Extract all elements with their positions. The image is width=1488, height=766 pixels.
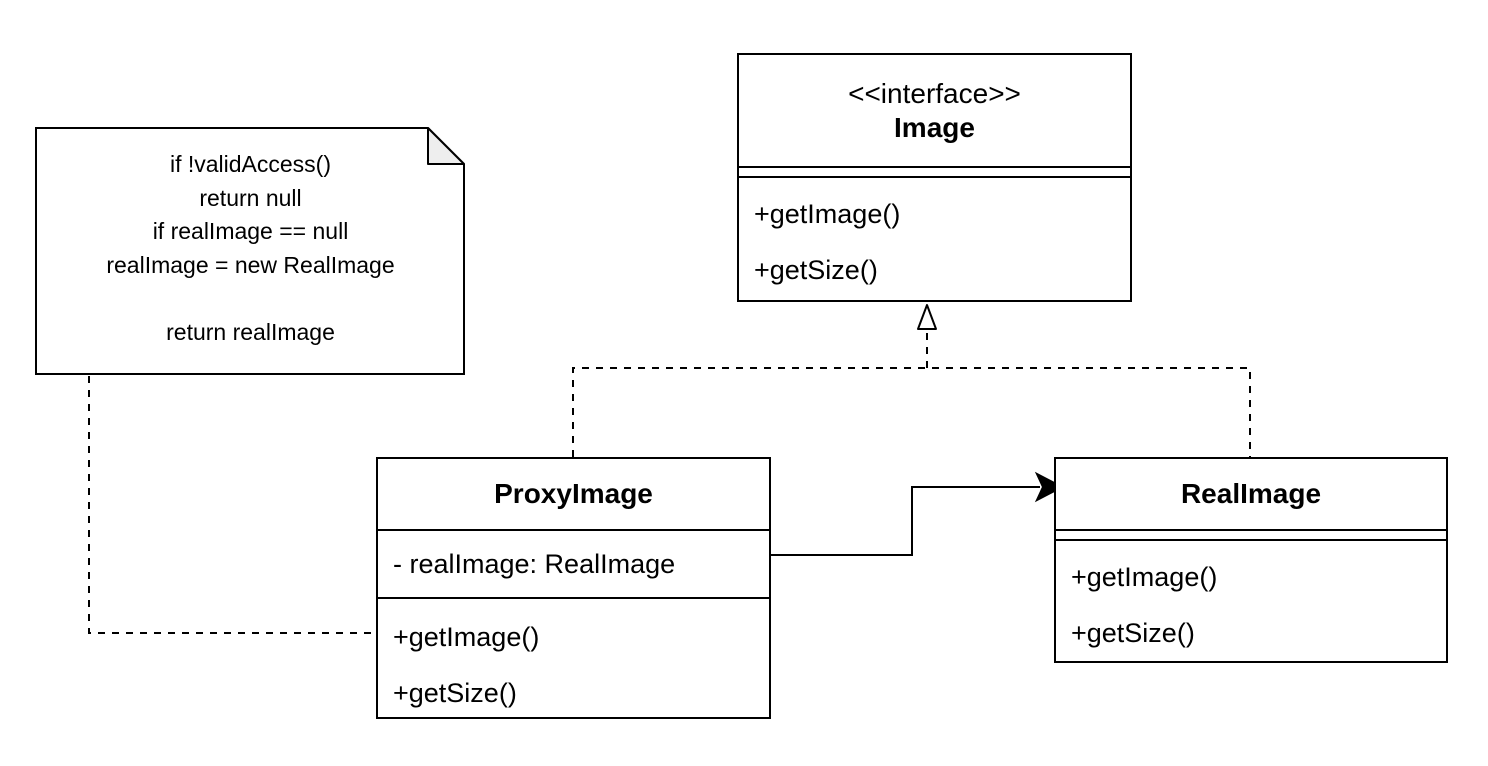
note-text: if !validAccess() return null if realImage… bbox=[35, 148, 466, 349]
method: +getSize() bbox=[1071, 618, 1195, 648]
real-image-class[interactable]: RealImage +getImage() +getSize() bbox=[1054, 457, 1448, 663]
note-line: return realImage bbox=[166, 318, 335, 345]
attribute: - realImage: RealImage bbox=[393, 549, 676, 579]
note-line: if realImage == null bbox=[152, 218, 349, 244]
methods-compartment: +getImage() +getSize() bbox=[378, 599, 769, 721]
note-line: if !validAccess() bbox=[169, 151, 332, 177]
divider bbox=[739, 166, 1130, 168]
class-name: ProxyImage bbox=[494, 478, 653, 509]
methods-compartment: +getImage() +getSize() bbox=[739, 178, 1130, 298]
method: +getSize() bbox=[754, 255, 878, 285]
interface-image-class[interactable]: <<interface>> Image +getImage() +getSize… bbox=[737, 53, 1132, 302]
association-line bbox=[770, 486, 1040, 556]
method: +getImage() bbox=[754, 199, 901, 229]
note-line: realImage = new RealImage bbox=[106, 251, 395, 278]
note-fold-icon bbox=[427, 127, 465, 165]
method: +getImage() bbox=[1071, 562, 1218, 592]
realization-arrowhead-icon bbox=[917, 304, 937, 330]
note-shape bbox=[35, 127, 465, 375]
divider bbox=[378, 529, 769, 531]
class-header: RealImage bbox=[1056, 459, 1446, 529]
divider bbox=[378, 597, 769, 599]
note-line: return null bbox=[199, 184, 302, 211]
class-header: ProxyImage bbox=[378, 459, 769, 529]
method: +getImage() bbox=[393, 622, 540, 652]
note-anchor-line bbox=[88, 376, 377, 634]
method: +getSize() bbox=[393, 678, 517, 708]
methods-compartment: +getImage() +getSize() bbox=[1056, 541, 1446, 661]
stereotype-label: <<interface>> bbox=[848, 77, 1021, 109]
divider bbox=[1056, 539, 1446, 541]
proxy-image-class[interactable]: ProxyImage - realImage: RealImage +getIm… bbox=[376, 457, 771, 719]
class-name: RealImage bbox=[1180, 478, 1322, 509]
class-header: <<interface>> Image bbox=[739, 55, 1130, 166]
realization-line-proxy bbox=[572, 367, 1251, 457]
class-name: Image bbox=[894, 111, 975, 143]
association-arrowhead-icon bbox=[1034, 471, 1065, 503]
divider bbox=[739, 176, 1130, 178]
note-line-blank bbox=[35, 282, 466, 316]
divider bbox=[1056, 529, 1446, 531]
